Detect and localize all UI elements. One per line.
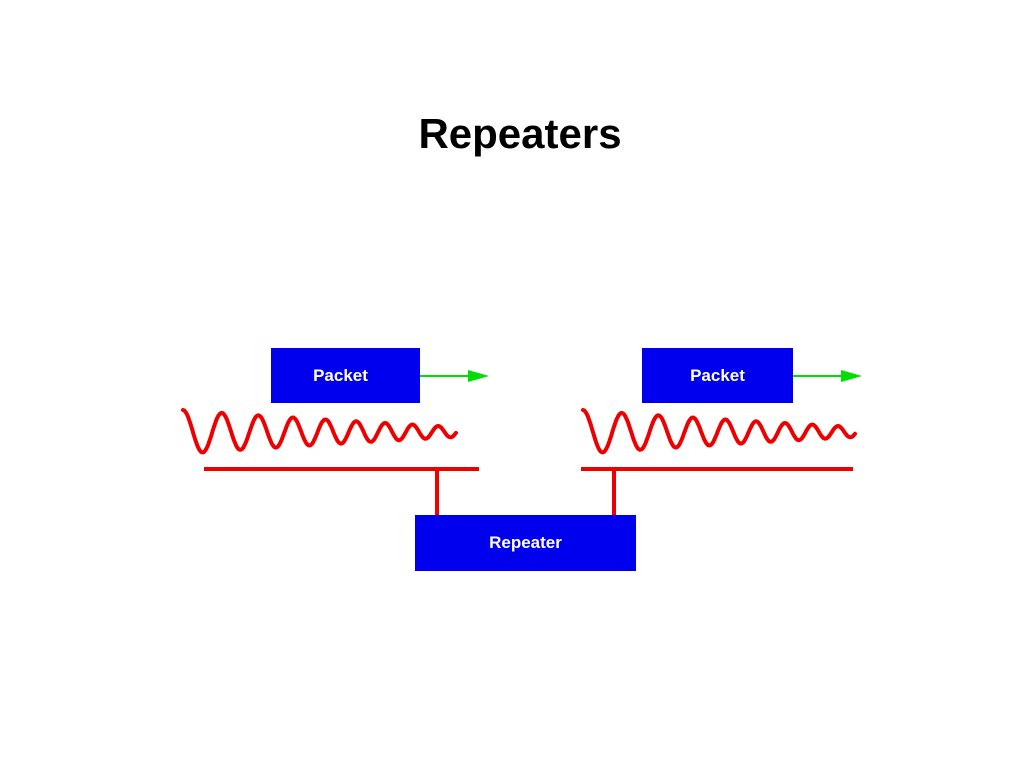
arrow-right-icon [408,370,489,382]
repeater-label: Repeater [489,533,562,552]
packet-left-label: Packet [313,365,368,385]
packet-left-box: Packet [271,348,420,403]
packet-right-label: Packet [690,365,745,385]
packet-right-box: Packet [642,348,793,403]
right-signal-wave [581,408,857,455]
repeater-box: Repeater [415,515,636,571]
slide-title: Repeaters [418,110,622,157]
left-signal-wave [181,408,458,455]
